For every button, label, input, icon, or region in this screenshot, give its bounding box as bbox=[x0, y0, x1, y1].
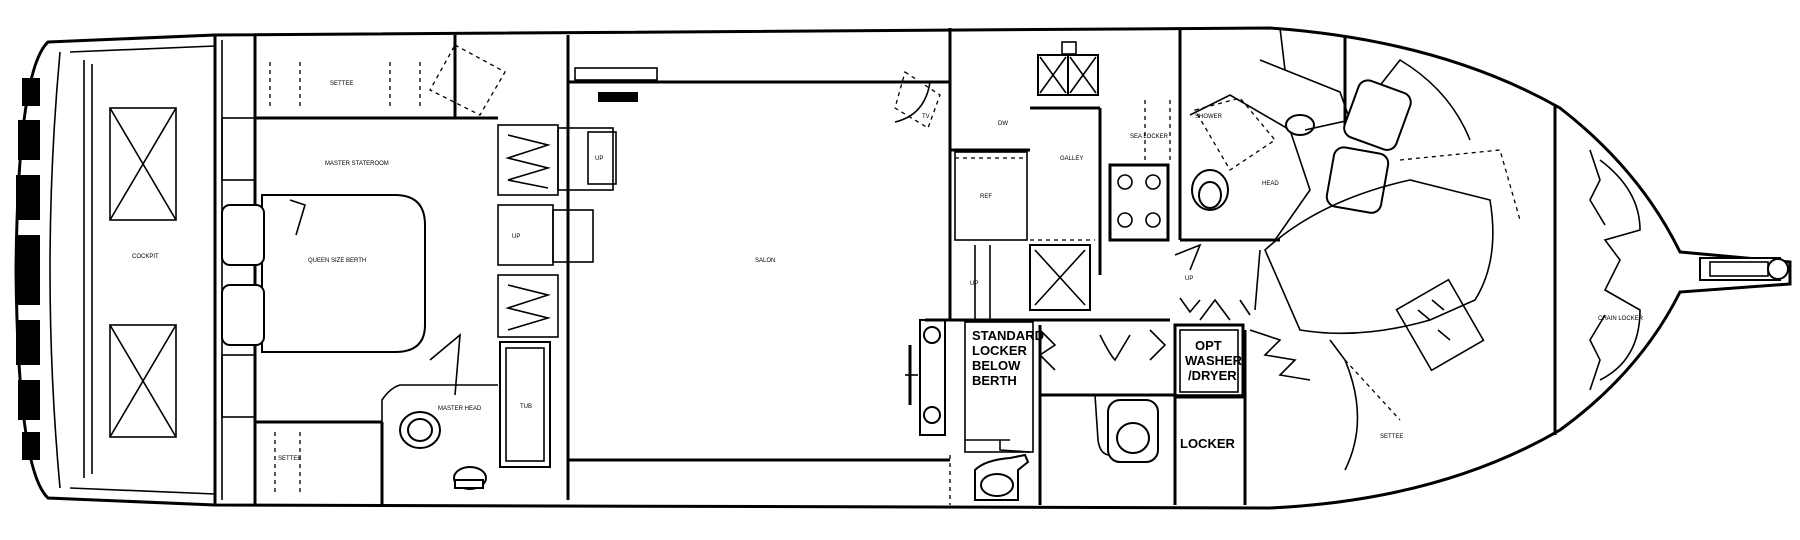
locker-label-locker: LOCKER bbox=[972, 343, 1028, 358]
svg-text:TUB: TUB bbox=[520, 404, 532, 410]
svg-text:GALLEY: GALLEY bbox=[1060, 156, 1083, 162]
forward-head: SHOWER HEAD UP bbox=[1174, 27, 1352, 282]
master-head: MASTER HEAD TUB bbox=[381, 333, 551, 490]
svg-text:UP: UP bbox=[595, 156, 603, 162]
svg-text:DW: DW bbox=[998, 121, 1008, 127]
salon: SALON TV bbox=[568, 67, 950, 462]
svg-text:SETTEE: SETTEE bbox=[1380, 434, 1403, 440]
master-stateroom: QUEEN SIZE BERTH MASTER STATEROOM SETTEE… bbox=[221, 35, 506, 505]
guest-passage: STANDARD LOCKER BELOW BERTH bbox=[925, 318, 1177, 505]
bow-chain-locker: CHAIN LOCKER bbox=[1553, 105, 1789, 435]
locker-label-standard: STANDARD bbox=[972, 328, 1044, 343]
svg-text:SEA LOCKER: SEA LOCKER bbox=[1130, 134, 1169, 140]
svg-text:SETTEE: SETTEE bbox=[330, 81, 353, 87]
aft-stairs: UP UP bbox=[497, 35, 617, 500]
locker-label-below: BELOW bbox=[972, 358, 1021, 373]
washer-label-washer: WASHER bbox=[1185, 353, 1243, 368]
svg-text:COCKPIT: COCKPIT bbox=[132, 254, 159, 260]
vip-stateroom: SETTEE bbox=[1249, 58, 1521, 471]
svg-text:CHAIN LOCKER: CHAIN LOCKER bbox=[1598, 316, 1644, 322]
utility-area: OPT WASHER /DRYER LOCKER bbox=[1173, 297, 1251, 505]
svg-text:HEAD: HEAD bbox=[1262, 181, 1279, 187]
svg-text:MASTER STATEROOM: MASTER STATEROOM bbox=[325, 161, 389, 167]
svg-text:UP: UP bbox=[512, 234, 520, 240]
washer-label-opt: OPT bbox=[1195, 338, 1222, 353]
svg-text:REF: REF bbox=[980, 194, 992, 200]
svg-text:UP: UP bbox=[970, 281, 978, 287]
swim-platform bbox=[16, 78, 40, 460]
aft-deck: COCKPIT bbox=[109, 35, 223, 505]
svg-text:SETTEE: SETTEE bbox=[278, 456, 301, 462]
svg-text:UP: UP bbox=[1185, 276, 1193, 282]
locker-label-berth: BERTH bbox=[972, 373, 1017, 388]
svg-text:QUEEN SIZE BERTH: QUEEN SIZE BERTH bbox=[308, 258, 366, 264]
washer-label-dryer: /DRYER bbox=[1188, 368, 1237, 383]
svg-text:SALON: SALON bbox=[755, 258, 775, 264]
svg-text:SHOWER: SHOWER bbox=[1195, 114, 1223, 120]
svg-text:TV: TV bbox=[922, 114, 930, 120]
locker-label: LOCKER bbox=[1180, 436, 1236, 451]
galley: GALLEY DW REF SEA LOCKER UP bbox=[948, 28, 1171, 320]
svg-text:MASTER HEAD: MASTER HEAD bbox=[438, 406, 482, 412]
